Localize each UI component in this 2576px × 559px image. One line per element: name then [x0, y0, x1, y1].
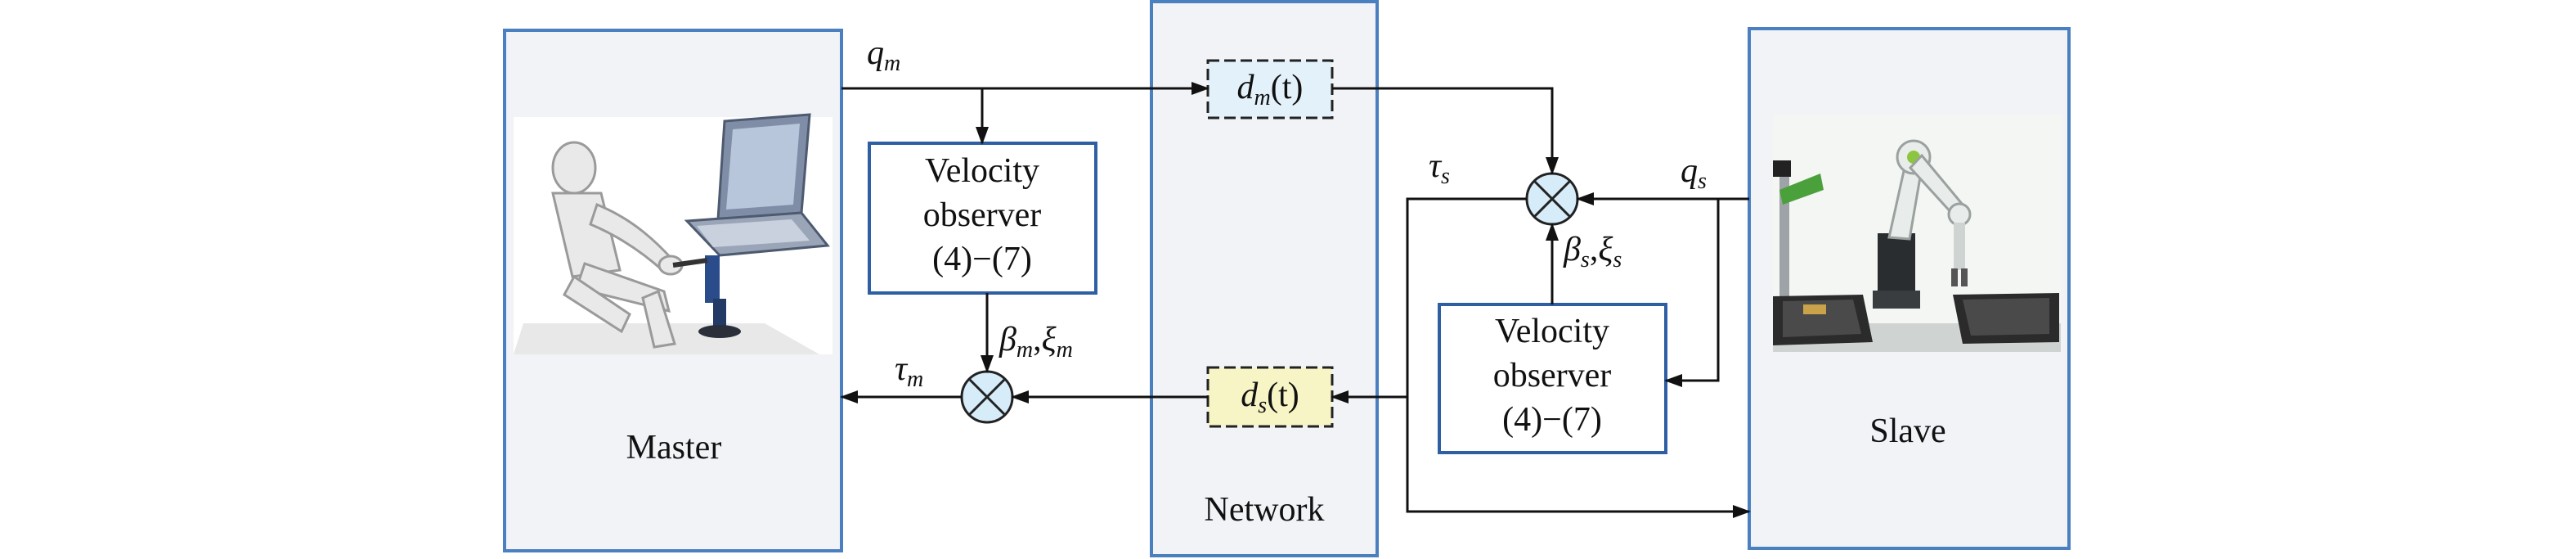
signal-lines	[840, 82, 1751, 518]
tau-s-label: τs	[1429, 147, 1450, 189]
laptop-icon	[684, 113, 830, 257]
backward-delay-block: ds(t)	[1206, 366, 1334, 428]
svg-text:dm(t): dm(t)	[1237, 69, 1304, 110]
operator-figure	[551, 141, 684, 349]
slave-label: Slave	[1869, 412, 1945, 450]
conveyor-icon	[1773, 293, 2059, 345]
master-image	[514, 113, 832, 354]
observer-line2: observer	[1493, 357, 1612, 394]
master-velocity-observer: Velocity observer (4)−(7)	[868, 142, 1097, 295]
qs-label: qs	[1681, 152, 1707, 194]
qm-label: qm	[867, 34, 900, 76]
delay-subscript: s	[1258, 393, 1267, 418]
observer-line3: (4)−(7)	[932, 241, 1032, 278]
robot-arm-icon	[1873, 139, 1972, 309]
delay-subscript: m	[1254, 85, 1271, 110]
slave-summer	[1525, 172, 1579, 226]
master-label: Master	[626, 429, 722, 467]
slave-velocity-observer: Velocity observer (4)−(7)	[1438, 303, 1667, 454]
observer-line2: observer	[923, 196, 1042, 234]
haptic-device-icon	[672, 255, 741, 338]
delay-arg: (t)	[1271, 69, 1304, 106]
delay-arg: (t)	[1267, 376, 1299, 414]
observer-line1: Velocity	[925, 152, 1039, 190]
svg-text:ds(t): ds(t)	[1241, 376, 1299, 418]
forward-delay-block: dm(t)	[1206, 59, 1334, 119]
delay-symbol: d	[1241, 376, 1259, 414]
delay-symbol: d	[1237, 69, 1255, 106]
beta-xi-m-label: βm,ξm	[999, 321, 1073, 363]
tau-m-label: τm	[895, 350, 923, 392]
beta-xi-s-label: βs,ξs	[1563, 231, 1622, 273]
slave-image	[1773, 115, 2061, 352]
observer-line3: (4)−(7)	[1502, 401, 1602, 439]
network-label: Network	[1205, 491, 1325, 529]
observer-line1: Velocity	[1495, 313, 1609, 350]
master-summer	[960, 370, 1014, 424]
